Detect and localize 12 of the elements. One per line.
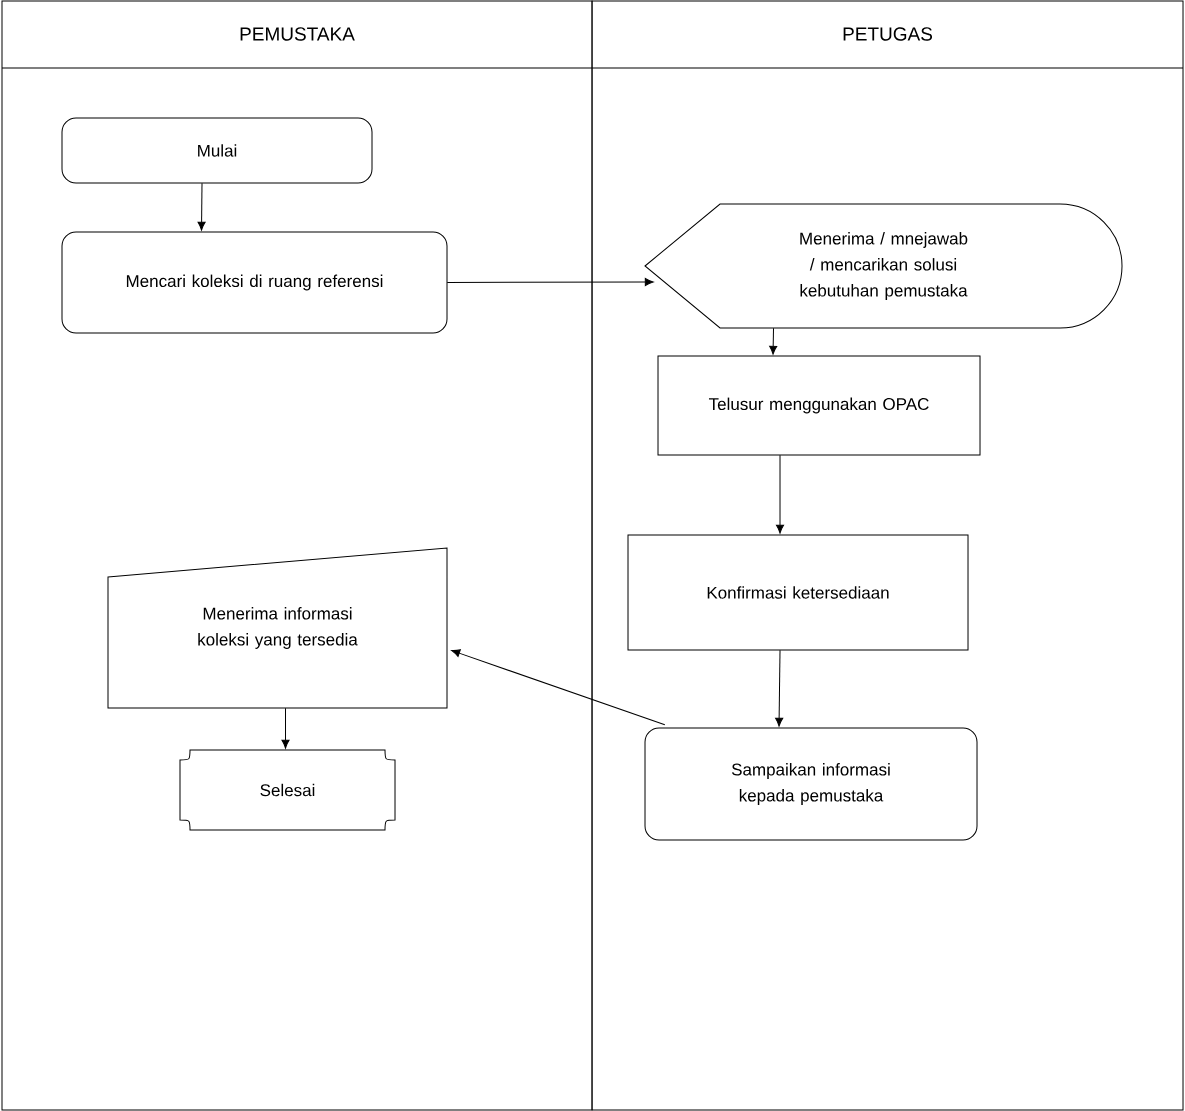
arrow bbox=[451, 649, 666, 726]
arrow bbox=[446, 278, 654, 287]
arrow bbox=[775, 454, 785, 534]
process-box: Mencari koleksi di ruang referensi bbox=[61, 231, 448, 334]
arrow bbox=[775, 649, 784, 727]
process-box: Telusur menggunakan OPAC bbox=[657, 355, 981, 456]
arrow bbox=[197, 182, 206, 231]
process-box: Sampaikan informasi kepada pemustaka bbox=[644, 727, 978, 841]
arrow bbox=[281, 707, 290, 749]
process-box: Konfirmasi ketersediaan bbox=[627, 534, 969, 651]
arrow bbox=[769, 327, 778, 355]
process-box: Mulai bbox=[61, 117, 373, 184]
